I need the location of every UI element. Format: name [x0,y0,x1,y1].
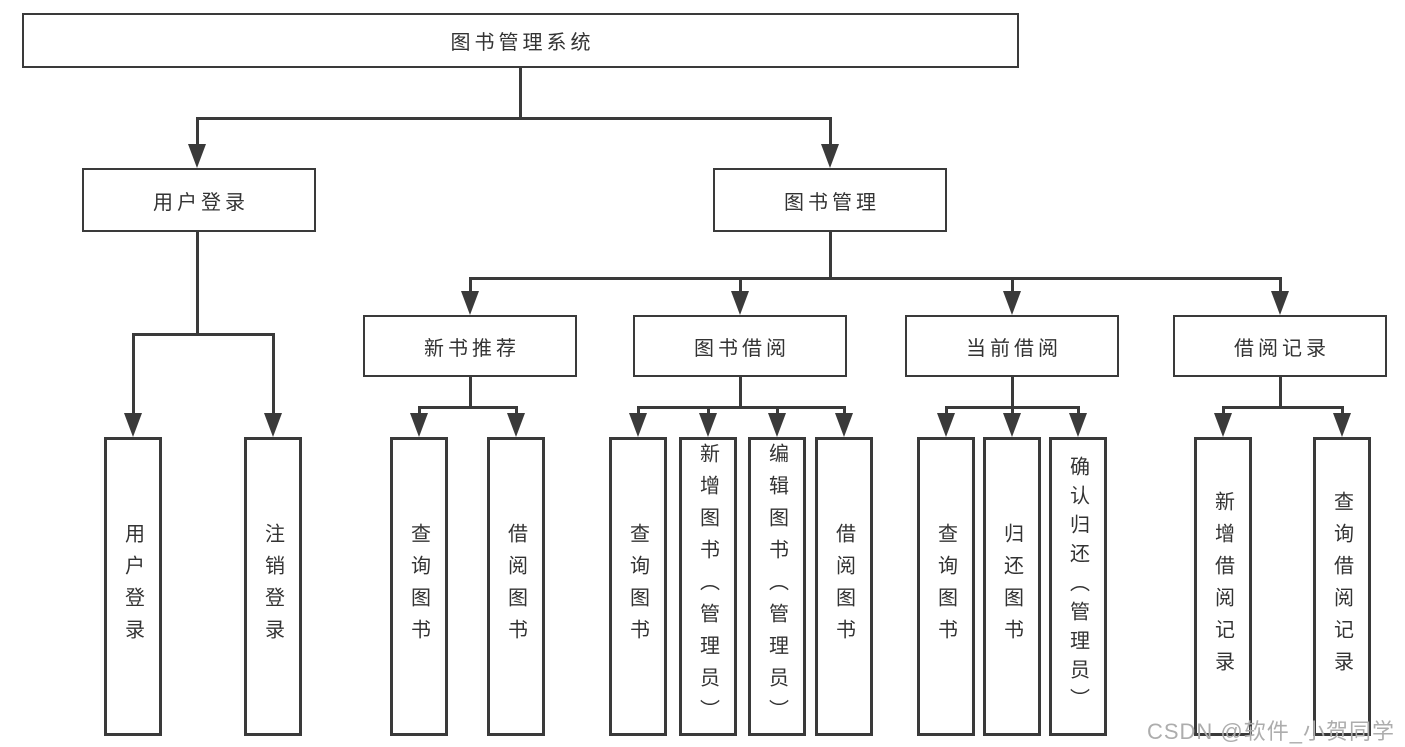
node-label: 图书借阅 [694,337,790,360]
node-label: 新增图书（管理员） [696,442,719,731]
node-book-borrow: 图书借阅 [633,315,847,377]
node-label: 新书推荐 [424,337,520,360]
node-label: 归还图书 [1000,522,1023,651]
connector-line [1011,377,1014,409]
node-new-book-recommend: 新书推荐 [363,315,577,377]
arrow-down-icon [1333,413,1351,437]
node-label: 编辑图书（管理员） [765,442,788,731]
connector-line [469,277,1282,280]
leaf-edit-books-admin: 编辑图书（管理员） [748,437,806,736]
arrow-down-icon [629,413,647,437]
leaf-add-borrow-record: 新增借阅记录 [1194,437,1252,736]
connector-line [739,280,742,294]
node-borrow-records: 借阅记录 [1173,315,1387,377]
csdn-watermark: CSDN @软件_小贺同学 [1146,719,1395,744]
connector-line [469,377,472,409]
connector-line [1011,280,1014,294]
leaf-user-login: 用户登录 [104,437,162,736]
arrow-down-icon [1214,413,1232,437]
connector-line [272,336,275,416]
node-label: 用户登录 [121,522,144,651]
node-current-borrow: 当前借阅 [905,315,1119,377]
arrow-down-icon [1003,291,1021,315]
connector-line [829,232,832,280]
connector-line [196,120,199,148]
node-label: 新增借阅记录 [1211,490,1234,683]
arrow-down-icon [937,413,955,437]
arrow-down-icon [821,144,839,168]
leaf-query-books-current: 查询图书 [917,437,975,736]
connector-line [829,120,832,148]
leaf-query-books-borrow: 查询图书 [609,437,667,736]
connector-line [637,406,846,409]
node-label: 查询图书 [407,522,430,651]
node-label: 当前借阅 [966,337,1062,360]
node-label: 图书管理 [784,191,880,214]
arrow-down-icon [507,413,525,437]
node-label: 注销登录 [261,522,284,651]
connector-line [1279,377,1282,409]
node-root-library-system: 图书管理系统 [22,13,1019,68]
connector-line [196,117,832,120]
leaf-return-books: 归还图书 [983,437,1041,736]
leaf-borrow-books-recommend: 借阅图书 [487,437,545,736]
arrow-down-icon [835,413,853,437]
node-label: 借阅图书 [504,522,527,651]
node-label: 图书管理系统 [450,32,595,54]
node-label: 用户登录 [153,191,249,214]
node-label: 借阅图书 [832,522,855,651]
leaf-confirm-return-admin: 确认归还（管理员） [1049,437,1107,736]
connector-line [945,406,1080,409]
node-user-login-branch: 用户登录 [82,168,316,232]
arrow-down-icon [188,144,206,168]
arrow-down-icon [1271,291,1289,315]
arrow-down-icon [124,413,142,437]
node-label: 确认归还（管理员） [1066,456,1089,717]
node-label: 借阅记录 [1234,337,1330,360]
leaf-logout: 注销登录 [244,437,302,736]
arrow-down-icon [410,413,428,437]
connector-line [1222,406,1344,409]
connector-line [196,232,199,336]
arrow-down-icon [1069,413,1087,437]
connector-line [132,336,135,416]
leaf-query-books-recommend: 查询图书 [390,437,448,736]
connector-line [1279,280,1282,294]
arrow-down-icon [699,413,717,437]
leaf-query-borrow-record: 查询借阅记录 [1313,437,1371,736]
arrow-down-icon [731,291,749,315]
connector-line [418,406,518,409]
arrow-down-icon [461,291,479,315]
node-label: 查询图书 [626,522,649,651]
leaf-add-books-admin: 新增图书（管理员） [679,437,737,736]
connector-line [469,280,472,294]
node-label: 查询借阅记录 [1330,490,1353,683]
node-book-management-branch: 图书管理 [713,168,947,232]
node-label: 查询图书 [934,522,957,651]
connector-line [739,377,742,409]
connector-line [519,68,522,120]
arrow-down-icon [1003,413,1021,437]
connector-line [132,333,275,336]
leaf-borrow-books: 借阅图书 [815,437,873,736]
arrow-down-icon [768,413,786,437]
arrow-down-icon [264,413,282,437]
